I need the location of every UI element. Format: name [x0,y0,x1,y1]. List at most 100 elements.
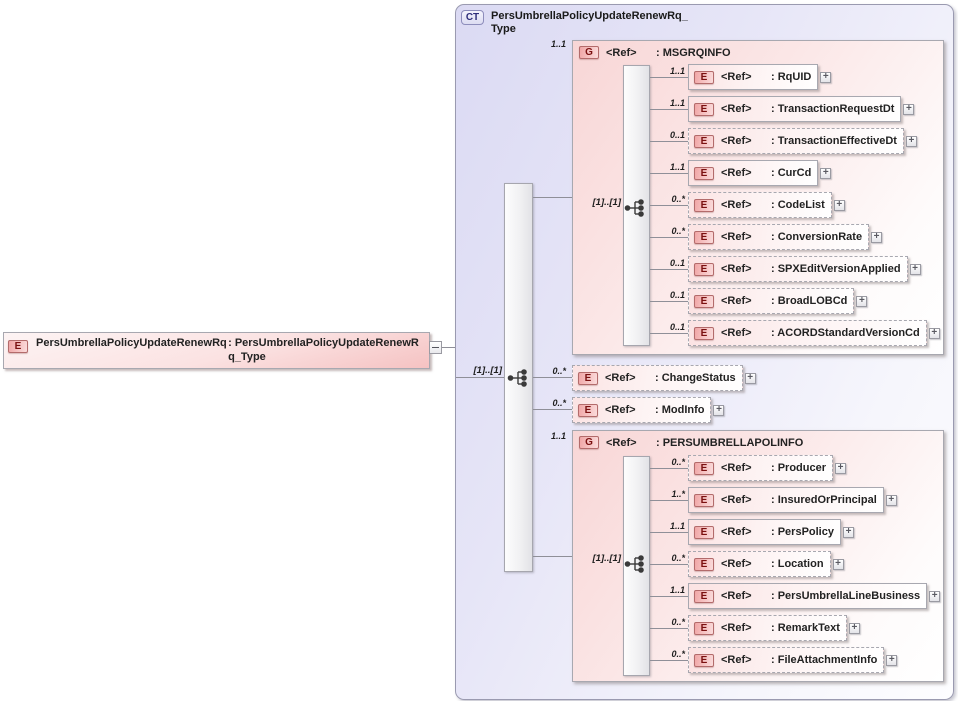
element-name: : ConversionRate [771,231,863,243]
cardinality-label: 0..1 [669,290,685,300]
group-title: : PERSUMBRELLAPOLINFO [656,436,804,449]
cardinality-label: 1..1 [669,585,685,595]
expand-icon[interactable]: + [928,327,940,339]
ref-label: <Ref> [721,199,752,211]
element-box-producer[interactable]: E <Ref> : Producer [688,455,834,481]
element-row-codelist: 0..* E <Ref> : CodeList + [573,192,943,218]
expand-icon[interactable]: + [905,135,917,147]
connector-line [650,77,688,78]
element-badge: E [694,294,714,308]
element-badge: E [578,371,598,385]
connector-line [533,377,572,378]
expand-icon[interactable]: + [835,462,847,474]
ref-label: <Ref> [721,167,752,179]
element-box-conversionrate[interactable]: E <Ref> : ConversionRate [688,224,870,250]
connector-line [456,377,509,378]
ref-label: <Ref> [721,71,752,83]
element-badge: E [694,262,714,276]
group-box-msgrqinfo[interactable]: G <Ref> : MSGRQINFO [1]..[1] 1..1 E <Ref… [572,40,944,355]
connector-line [650,205,688,206]
element-box-insuredorprincipal[interactable]: E <Ref> : InsuredOrPrincipal [688,487,884,513]
complex-type-title: PersUmbrellaPolicyUpdateRenewRq_Type [491,10,688,35]
element-name: : ACORDStandardVersionCd [771,327,920,339]
element-badge: E [694,589,714,603]
element-row-remarktext: 0..* E <Ref> : RemarkText + [573,615,943,641]
element-badge: E [694,166,714,180]
expand-icon[interactable]: + [832,558,844,570]
cardinality-label: 0..* [552,398,566,408]
connector-line [442,347,455,348]
element-box-modinfo[interactable]: E <Ref> : ModInfo [572,397,712,423]
connector-line [650,596,688,597]
expand-icon[interactable]: + [871,231,883,243]
element-row-spxeditversionapplied: 0..1 E <Ref> : SPXEditVersionApplied + [573,256,943,282]
connector-line [650,628,688,629]
expand-icon[interactable]: + [929,590,941,602]
expand-icon[interactable]: + [713,404,725,416]
element-box-transactionrequestdt[interactable]: E <Ref> : TransactionRequestDt [688,96,902,122]
cardinality-label: 0..1 [669,322,685,332]
ref-label: <Ref> [721,558,752,570]
element-box-remarktext[interactable]: E <Ref> : RemarkText [688,615,847,641]
element-box-fileattachmentinfo[interactable]: E <Ref> : FileAttachmentInfo [688,647,885,673]
element-box-persumbrellalinebusiness[interactable]: E <Ref> : PersUmbrellaLineBusiness [688,583,928,609]
element-box-rquid[interactable]: E <Ref> : RqUID [688,64,819,90]
expand-icon[interactable]: + [886,654,898,666]
element-badge: E [694,493,714,507]
group-box-persumbrellapolinfo[interactable]: G <Ref> : PERSUMBRELLAPOLINFO [1]..[1] 0… [572,430,944,682]
ref-label: <Ref> [721,462,752,474]
connector-line [650,532,688,533]
element-name: : PersPolicy [771,526,834,538]
element-badge: E [694,134,714,148]
expand-icon[interactable]: + [848,622,860,634]
sequence-cardinality-label: [1]..[1] [592,197,622,208]
cardinality-label: 1..1 [669,66,685,76]
element-box-location[interactable]: E <Ref> : Location [688,551,831,577]
expand-icon[interactable]: + [856,295,868,307]
cardinality-label: 0..* [671,553,685,563]
ref-label: <Ref> [721,295,752,307]
element-row-perspolicy: 1..1 E <Ref> : PersPolicy + [573,519,943,545]
element-box-broadlobcd[interactable]: E <Ref> : BroadLOBCd [688,288,855,314]
ref-label: <Ref> [721,622,752,634]
connector-line [650,141,688,142]
element-box-transactioneffectivedt[interactable]: E <Ref> : TransactionEffectiveDt [688,128,904,154]
connector-line [650,333,688,334]
expand-icon[interactable]: + [820,167,832,179]
element-badge: E [694,557,714,571]
expand-icon[interactable]: + [885,494,897,506]
expand-icon[interactable]: + [903,103,915,115]
element-box-spxeditversionapplied[interactable]: E <Ref> : SPXEditVersionApplied [688,256,908,282]
cardinality-label: 0..1 [669,258,685,268]
cardinality-label: 1..1 [669,521,685,531]
expand-icon[interactable]: + [833,199,845,211]
element-box-acordstandardversioncd[interactable]: E <Ref> : ACORDStandardVersionCd [688,320,927,346]
ref-label: <Ref> [721,590,752,602]
expand-icon[interactable]: + [909,263,921,275]
cardinality-label: 0..* [671,649,685,659]
element-row-producer: 0..* E <Ref> : Producer + [573,455,943,481]
element-row-broadlobcd: 0..1 E <Ref> : BroadLOBCd + [573,288,943,314]
cardinality-label: 0..1 [669,130,685,140]
element-name: : ModInfo [655,404,705,416]
element-name: : TransactionEffectiveDt [771,135,897,147]
ref-label: <Ref> [606,46,637,59]
connector-line [650,468,688,469]
element-box-curcd[interactable]: E <Ref> : CurCd [688,160,819,186]
element-row-conversionrate: 0..* E <Ref> : ConversionRate + [573,224,943,250]
connector-line [650,301,688,302]
element-box-codelist[interactable]: E <Ref> : CodeList [688,192,832,218]
root-element-box[interactable]: E PersUmbrellaPolicyUpdateRenewRq : Pers… [3,332,430,369]
element-box-perspolicy[interactable]: E <Ref> : PersPolicy [688,519,841,545]
ref-label: <Ref> [721,231,752,243]
element-name: : RemarkText [771,622,840,634]
cardinality-label: 0..* [671,194,685,204]
expand-icon[interactable]: + [842,526,854,538]
collapse-handle-icon[interactable] [429,341,442,354]
element-name: : TransactionRequestDt [771,103,895,115]
element-box-changestatus[interactable]: E <Ref> : ChangeStatus [572,365,743,391]
expand-icon[interactable]: + [744,372,756,384]
expand-icon[interactable]: + [820,71,832,83]
element-row-insuredorprincipal: 1..* E <Ref> : InsuredOrPrincipal + [573,487,943,513]
